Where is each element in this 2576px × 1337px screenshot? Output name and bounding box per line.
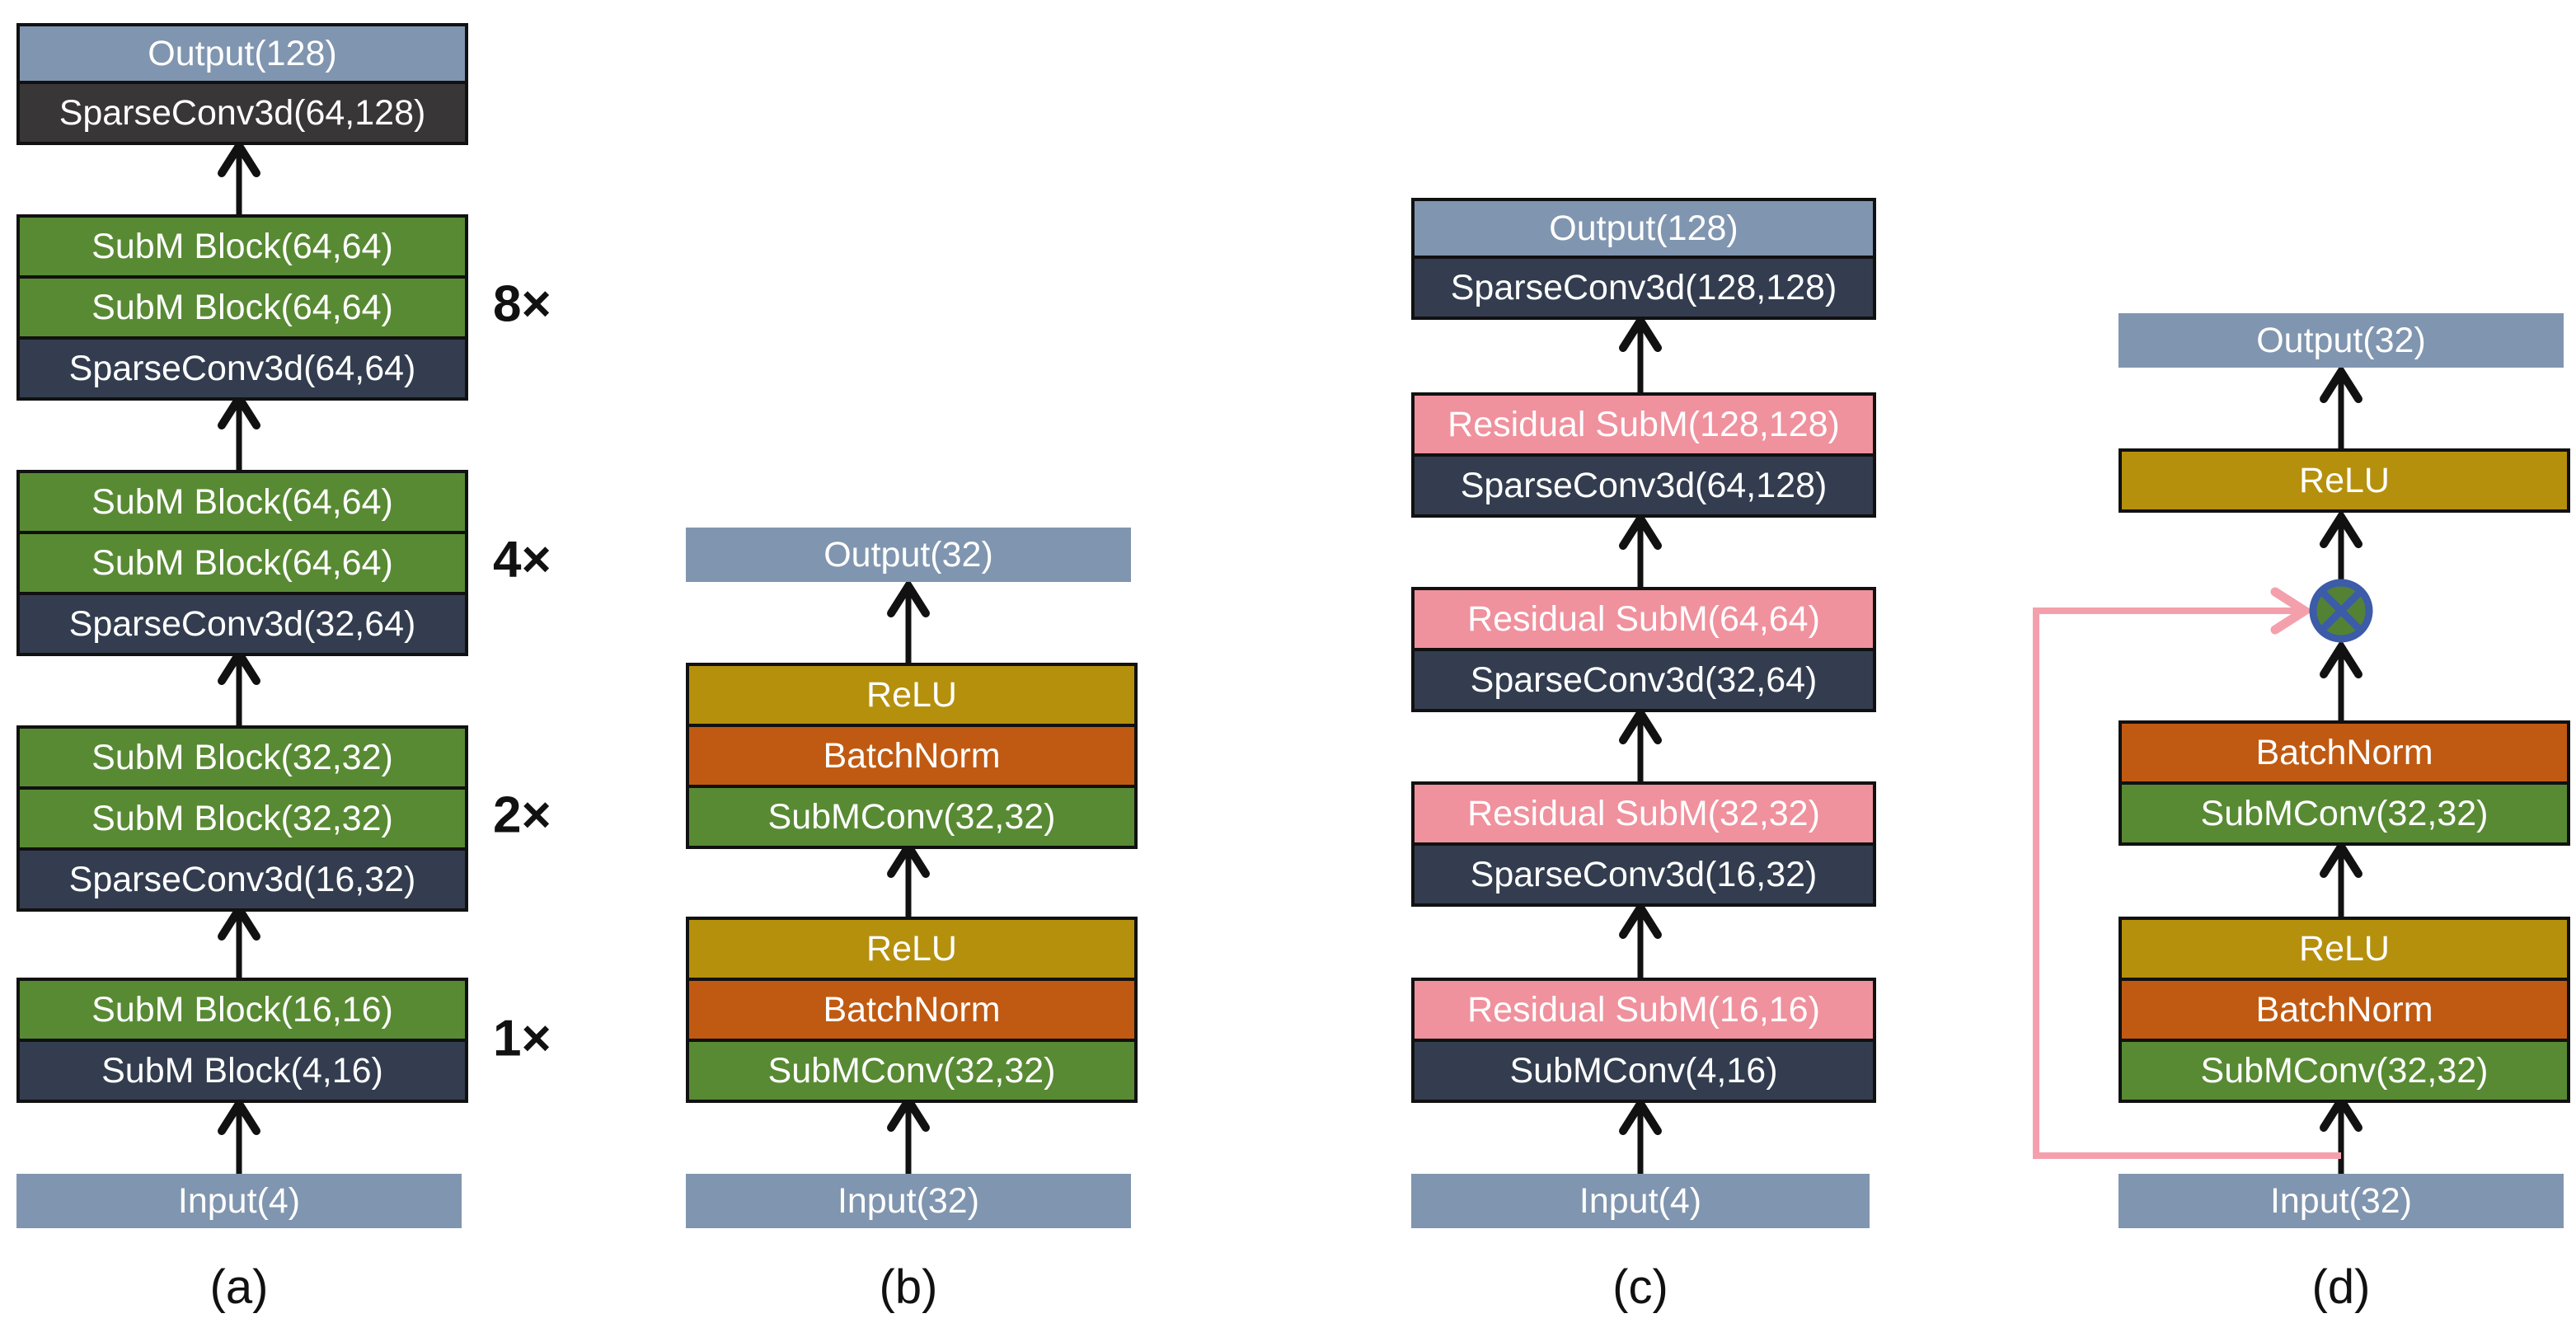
up-arrow-head	[218, 1095, 260, 1135]
layer-box-pink: Residual SubM(32,32)	[1415, 785, 1873, 842]
layer-box-green: SubMConv(32,32)	[689, 1039, 1134, 1100]
up-arrow-head	[218, 390, 260, 429]
layer-box-green: SubMConv(32,32)	[2122, 1039, 2567, 1100]
io-box-group: Input(4)	[16, 1174, 462, 1228]
layer-group: SubM Block(64,64)SubM Block(64,64)Sparse…	[16, 214, 468, 401]
up-arrow-head	[887, 578, 930, 617]
column-caption: (a)	[209, 1260, 269, 1314]
io-box-group: Input(32)	[686, 1174, 1131, 1228]
column-caption: (c)	[1612, 1260, 1668, 1314]
layer-box-green: SubMConv(32,32)	[2122, 781, 2567, 842]
layer-box-io: Input(4)	[16, 1174, 462, 1228]
layer-box-gold: ReLU	[689, 666, 1134, 724]
layer-group: Residual SubM(64,64)SparseConv3d(32,64)	[1411, 587, 1876, 712]
layer-group: Residual SubM(128,128)SparseConv3d(64,12…	[1411, 392, 1876, 518]
layer-group: Output(128)SparseConv3d(64,128)	[16, 23, 468, 145]
skip-connection-arrow-head	[2270, 587, 2314, 635]
layer-box-green: SubM Block(64,64)	[20, 531, 465, 592]
layer-box-charcoal: SparseConv3d(64,128)	[20, 81, 465, 142]
multiply-node-cross	[2319, 589, 2363, 633]
up-arrow-head	[2320, 509, 2363, 548]
layer-box-orange: BatchNorm	[2122, 978, 2567, 1039]
layer-box-green: SubM Block(32,32)	[20, 729, 465, 786]
layer-box-gold: ReLU	[2122, 452, 2567, 509]
layer-box-navy: SparseConv3d(16,32)	[1415, 842, 1873, 903]
repeat-multiplier: 1×	[493, 1010, 551, 1067]
layer-group: Output(128)SparseConv3d(128,128)	[1411, 198, 1876, 320]
layer-box-green: SubM Block(64,64)	[20, 473, 465, 531]
layer-box-green: SubM Block(32,32)	[20, 786, 465, 847]
up-arrow-head	[1619, 899, 1662, 939]
up-arrow-head	[218, 645, 260, 685]
up-arrow-head	[1619, 705, 1662, 744]
layer-box-io: Output(32)	[686, 528, 1131, 582]
up-arrow-head	[2320, 838, 2363, 878]
layer-box-io: Output(128)	[1415, 201, 1873, 256]
layer-box-orange: BatchNorm	[689, 724, 1134, 785]
layer-group: ReLU	[2119, 448, 2570, 513]
up-arrow-head	[2320, 364, 2363, 403]
layer-box-io: Output(32)	[2119, 313, 2564, 368]
layer-group: SubM Block(32,32)SubM Block(32,32)Sparse…	[16, 725, 468, 912]
layer-box-pink: Residual SubM(128,128)	[1415, 396, 1873, 453]
layer-box-gold: ReLU	[2122, 920, 2567, 978]
layer-box-navy: SparseConv3d(32,64)	[1415, 648, 1873, 709]
layer-box-green: SubM Block(16,16)	[20, 981, 465, 1039]
up-arrow-head	[218, 901, 260, 941]
column-caption: (b)	[879, 1260, 938, 1314]
up-arrow-head	[1619, 312, 1662, 352]
layer-box-navy: SubMConv(4,16)	[1415, 1039, 1873, 1100]
up-arrow-head	[218, 138, 260, 177]
layer-box-green: SubM Block(64,64)	[20, 275, 465, 336]
column-caption: (d)	[2311, 1260, 2371, 1314]
up-arrow-head	[887, 1092, 930, 1132]
layer-box-gold: ReLU	[689, 920, 1134, 978]
layer-box-pink: Residual SubM(16,16)	[1415, 981, 1873, 1039]
layer-box-green: SubM Block(64,64)	[20, 218, 465, 275]
multiply-node-cross	[2319, 589, 2363, 633]
layer-group: Residual SubM(32,32)SparseConv3d(16,32)	[1411, 781, 1876, 907]
layer-group: Residual SubM(16,16)SubMConv(4,16)	[1411, 978, 1876, 1103]
up-arrow-head	[1619, 510, 1662, 550]
layer-box-green: SubMConv(32,32)	[689, 785, 1134, 846]
layer-box-navy: SparseConv3d(64,128)	[1415, 453, 1873, 514]
io-box-group: Input(4)	[1411, 1174, 1870, 1228]
layer-box-io: Output(128)	[20, 26, 465, 81]
layer-box-navy: SparseConv3d(16,32)	[20, 847, 465, 908]
layer-box-navy: SparseConv3d(64,64)	[20, 336, 465, 397]
layer-box-navy: SparseConv3d(128,128)	[1415, 256, 1873, 317]
up-arrow-head	[1619, 1095, 1662, 1135]
up-arrow-head	[887, 838, 930, 878]
io-box-group: Output(32)	[686, 528, 1131, 582]
layer-group: SubM Block(16,16)SubM Block(4,16)	[16, 978, 468, 1103]
repeat-multiplier: 4×	[493, 531, 551, 589]
layer-box-io: Input(4)	[1411, 1174, 1870, 1228]
layer-box-navy: SubM Block(4,16)	[20, 1039, 465, 1100]
layer-box-navy: SparseConv3d(32,64)	[20, 592, 465, 653]
layer-box-orange: BatchNorm	[2122, 724, 2567, 781]
repeat-multiplier: 2×	[493, 786, 551, 844]
multiply-node-circle	[2309, 579, 2373, 643]
layer-box-io: Input(32)	[686, 1174, 1131, 1228]
layer-box-orange: BatchNorm	[689, 978, 1134, 1039]
repeat-multiplier: 8×	[493, 275, 551, 333]
up-arrow-head	[2320, 639, 2363, 678]
io-box-group: Output(32)	[2119, 313, 2564, 368]
layer-box-io: Input(32)	[2119, 1174, 2564, 1228]
layer-box-pink: Residual SubM(64,64)	[1415, 590, 1873, 648]
layer-group: SubM Block(64,64)SubM Block(64,64)Sparse…	[16, 470, 468, 656]
up-arrow-head	[2320, 1092, 2363, 1132]
io-box-group: Input(32)	[2119, 1174, 2564, 1228]
